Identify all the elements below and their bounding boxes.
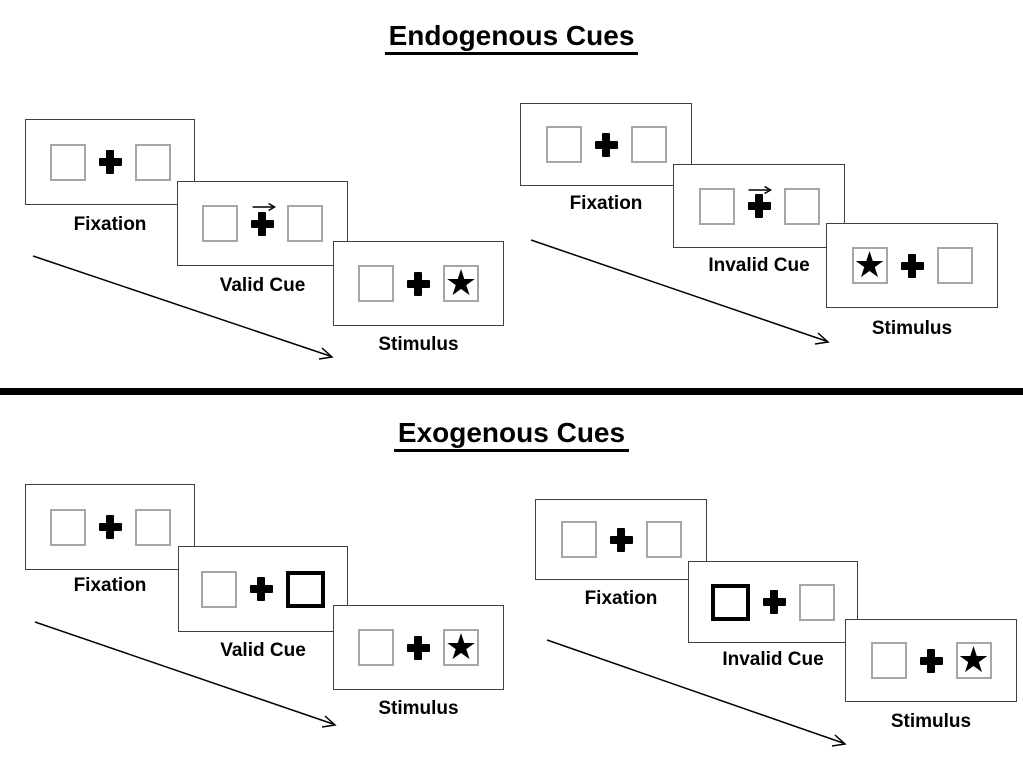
step-label-cue: Valid Cue [220,640,306,661]
fixation-cross-icon [594,132,618,157]
right-placeholder-box [936,247,973,284]
right-placeholder-box [645,521,682,558]
timeline-arrow [32,255,334,360]
fixation-cross-icon [98,150,122,174]
left-placeholder-box [560,521,597,558]
step-label-stimulus: Stimulus [890,711,972,732]
left-placeholder-box [698,187,735,225]
left-placeholder-box [545,126,582,163]
section-title-endogenous: Endogenous Cues [0,20,1023,55]
step-label-stimulus: Stimulus [871,318,953,339]
step-label-fixation: Fixation [584,588,658,609]
timeline-arrow [34,621,337,728]
left-highlighted-cue-box [711,583,750,621]
stimulus-card: ★ [333,605,504,690]
fixation-card [535,499,707,580]
step-label-cue: Invalid Cue [708,255,810,276]
left-placeholder-box [202,205,238,242]
cue-card [178,546,348,632]
step-label-fixation: Fixation [73,214,147,235]
timeline-arrow [530,239,830,345]
right-placeholder-box [783,187,820,225]
star-stimulus-icon: ★ [444,625,478,667]
right-target-box: ★ [443,625,479,667]
right-arrow-cue-icon [748,185,773,195]
fixation-card [25,119,195,205]
fixation-cross-icon [407,635,430,660]
timeline-arrow [546,639,847,747]
star-stimulus-icon: ★ [957,638,990,680]
left-placeholder-box [49,508,86,546]
fixation-cross-icon [763,590,786,614]
step-label-fixation: Fixation [569,193,643,214]
section-divider [0,388,1023,395]
right-placeholder-box [799,583,835,621]
fixation-cross-icon [251,211,274,236]
right-placeholder-box [287,205,323,242]
cue-card [673,164,845,248]
left-placeholder-box [358,265,394,302]
right-target-box: ★ [955,638,992,680]
fixation-cross-icon [609,527,633,552]
step-label-cue: Invalid Cue [722,649,824,670]
step-label-stimulus: Stimulus [378,698,459,719]
left-placeholder-box [870,642,907,679]
left-placeholder-box [358,629,394,666]
left-placeholder-box [201,570,237,608]
section-title-exogenous: Exogenous Cues [0,417,1023,452]
cue-card [177,181,348,266]
step-label-fixation: Fixation [73,575,147,596]
fixation-cross-icon [747,194,771,218]
right-arrow-cue-icon [252,202,276,212]
stimulus-card: ★ [845,619,1017,702]
step-label-cue: Valid Cue [219,275,306,296]
fixation-card [25,484,195,570]
fixation-cross-icon [919,648,943,673]
star-stimulus-icon: ★ [444,261,478,303]
cue-card [688,561,858,643]
fixation-card [520,103,692,186]
star-stimulus-icon: ★ [853,243,886,285]
stimulus-card: ★ [826,223,998,308]
left-target-box: ★ [851,243,888,285]
fixation-cross-icon [407,271,430,296]
left-placeholder-box [49,143,86,181]
right-highlighted-cue-box [286,570,325,608]
fixation-cross-icon [98,515,122,539]
fixation-cross-icon [900,253,924,278]
right-target-box: ★ [443,261,479,303]
step-label-stimulus: Stimulus [378,334,459,355]
right-placeholder-box [134,143,171,181]
stimulus-card: ★ [333,241,504,326]
fixation-cross-icon [250,577,273,601]
right-placeholder-box [630,126,667,163]
right-placeholder-box [134,508,171,546]
